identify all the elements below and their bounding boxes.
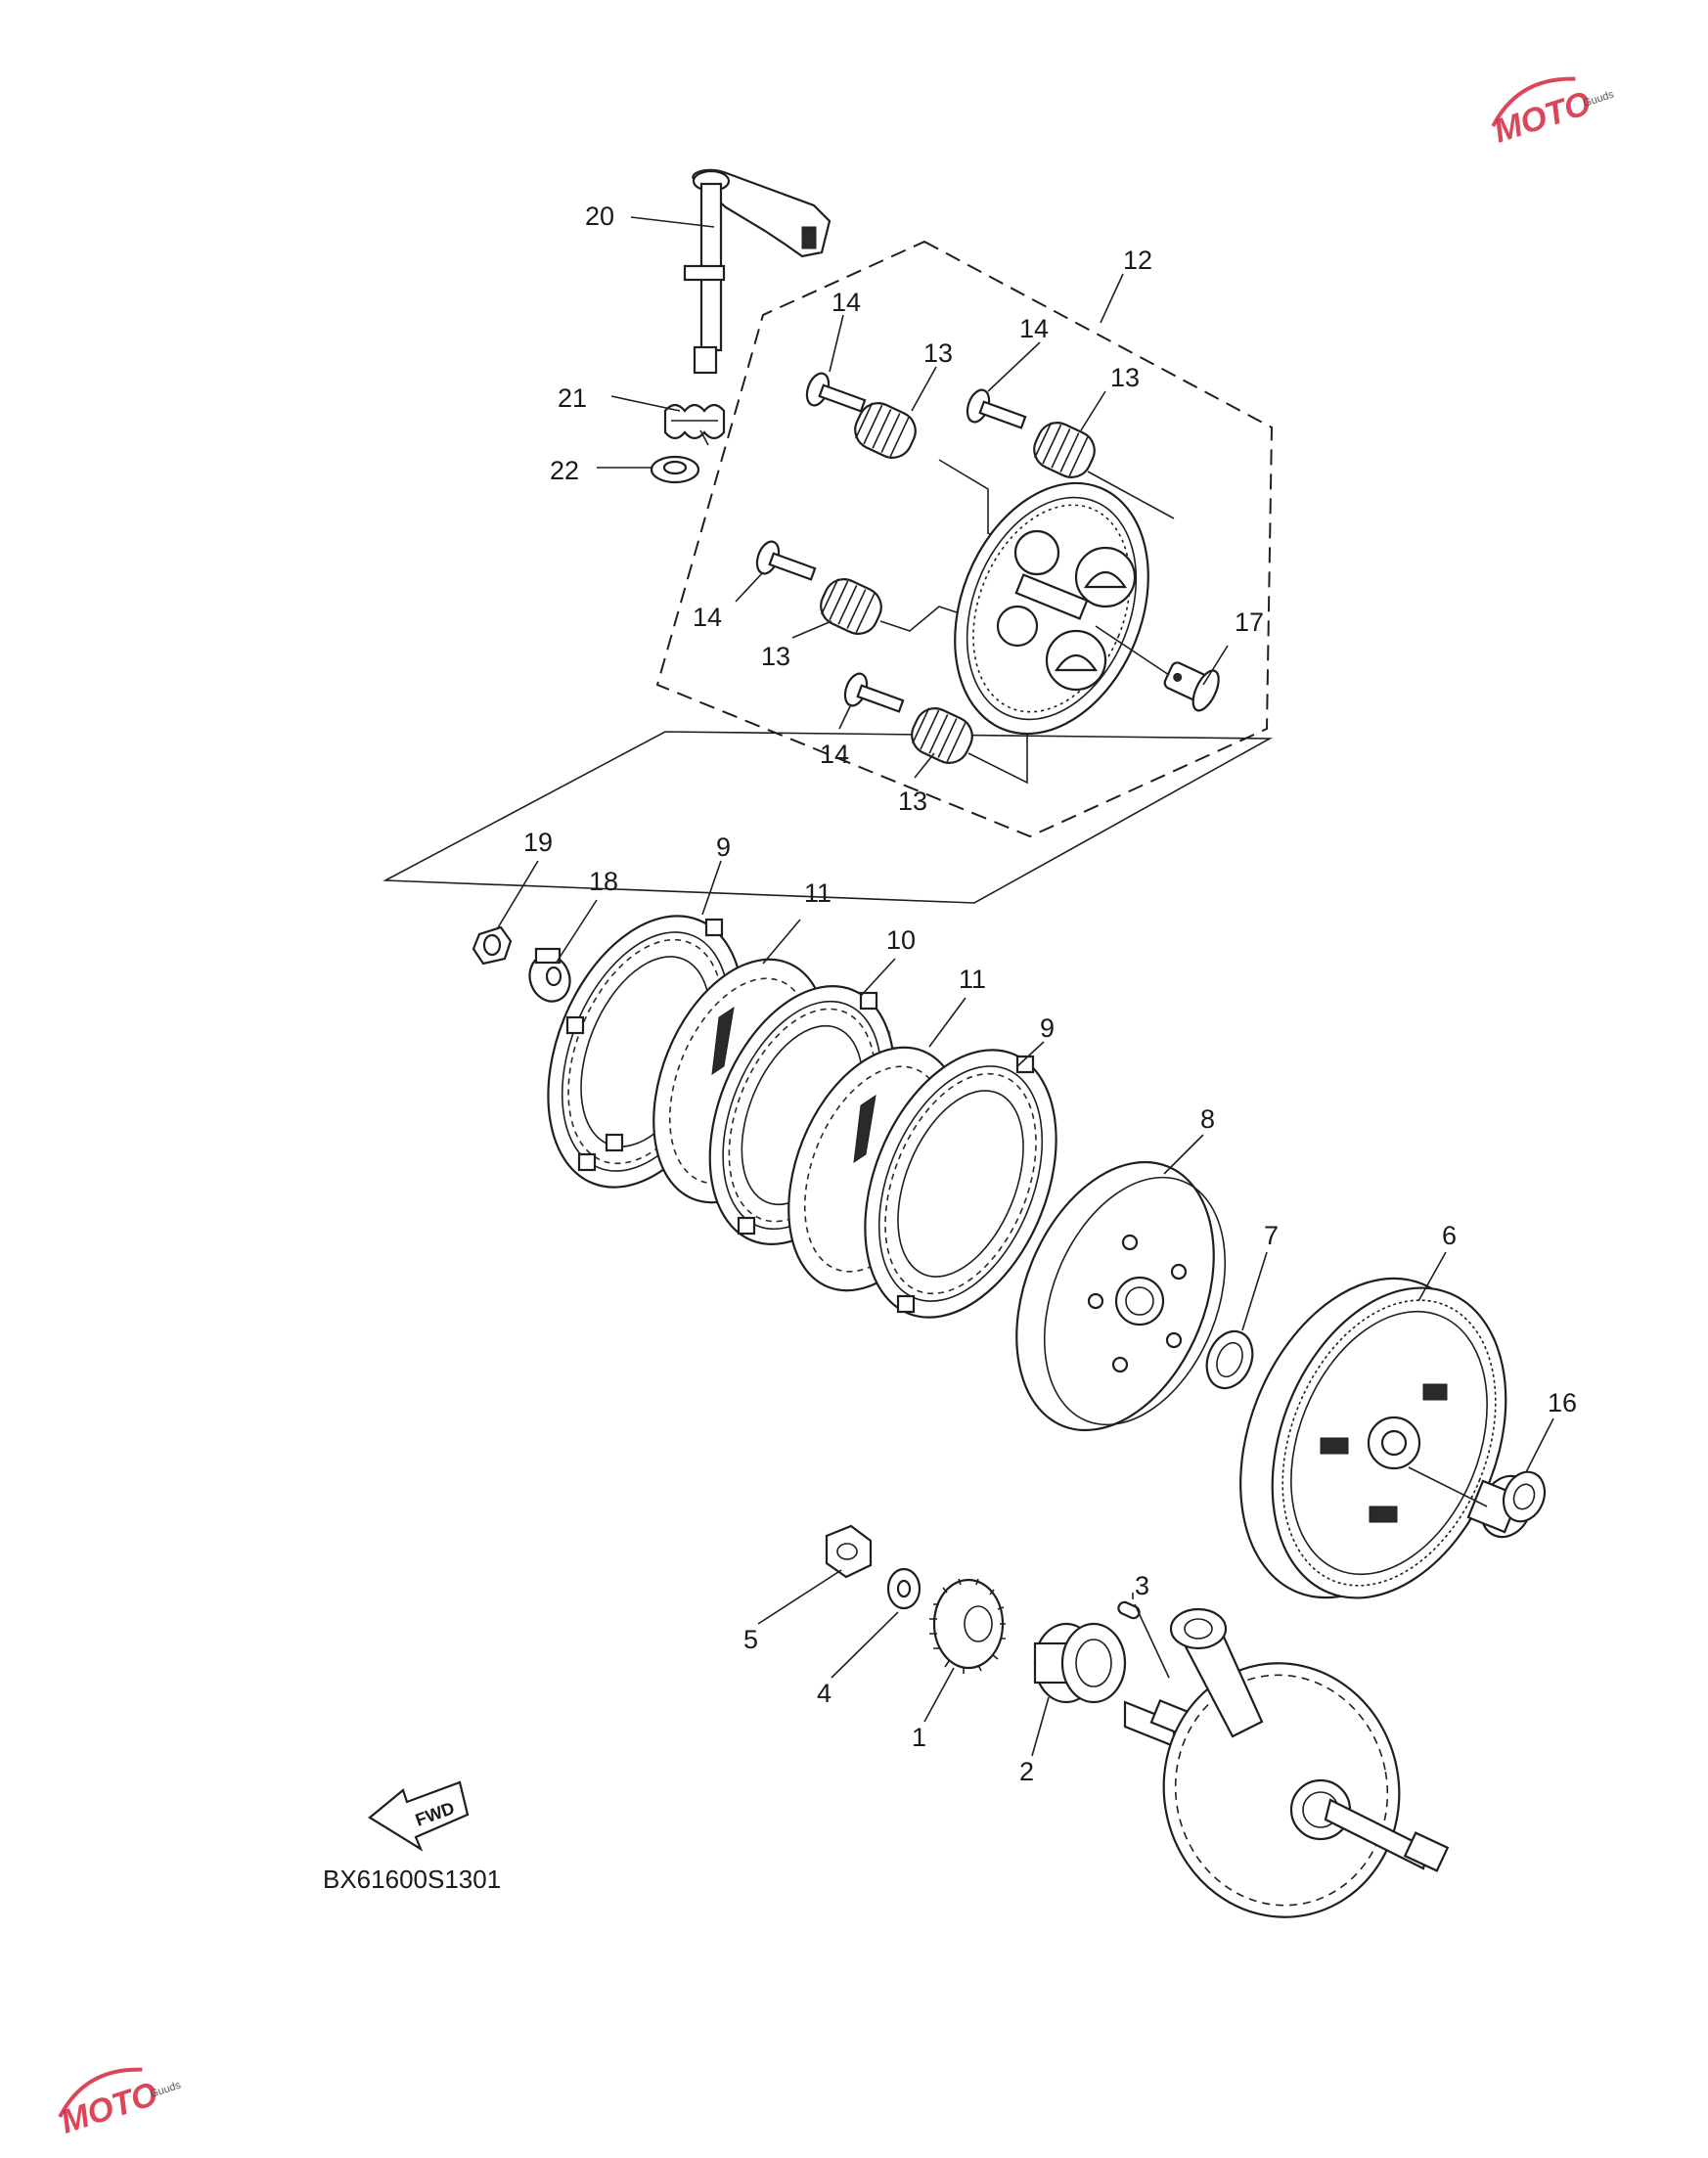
callout-3: 3: [1135, 1571, 1149, 1600]
clutch-boss-part: [1015, 1160, 1227, 1432]
callout-2: 2: [1019, 1757, 1034, 1786]
callout-18: 18: [589, 867, 618, 896]
crankshaft-part: [1123, 1607, 1450, 1918]
watermark-logo-bottom-left: MOTO Guuds: [56, 2067, 183, 2141]
callout-labels: 20 21 22 12 14 13 14 13 14 13 14 13 17 1…: [523, 202, 1577, 1786]
oil-seal-part: [650, 455, 700, 484]
clutch-pack-assembly-boundary: [382, 731, 1274, 904]
watermark-logo-top-right: MOTO Guuds: [1489, 76, 1616, 151]
callout-13a: 13: [923, 338, 953, 368]
thrust-washer-part: [1205, 1329, 1254, 1390]
clutch-housing-part: [1239, 1277, 1507, 1599]
watermark-text: MOTO: [56, 2075, 161, 2140]
nut-part: [825, 1524, 873, 1579]
callout-9a: 9: [716, 832, 731, 862]
pressure-plate-assembly-boundary: [655, 240, 1274, 838]
callout-17: 17: [1235, 607, 1264, 637]
callout-12: 12: [1123, 246, 1152, 275]
callout-11b: 11: [959, 965, 986, 994]
callout-14d: 14: [820, 740, 849, 769]
callout-20: 20: [585, 202, 614, 231]
clutch-bolt-part: [966, 388, 1027, 429]
watermark-subtext: Guuds: [149, 2079, 183, 2100]
lock-washer-part: [528, 947, 571, 1003]
clutch-bolt-part: [805, 372, 867, 413]
callout-13d: 13: [898, 787, 927, 816]
clutch-bolt-part: [755, 540, 817, 581]
callout-14b: 14: [1019, 314, 1049, 343]
callout-11a: 11: [804, 878, 832, 908]
leader-lines: [496, 216, 1554, 1757]
callout-7: 7: [1264, 1221, 1279, 1250]
woodruff-key-part: [1117, 1600, 1141, 1620]
clutch-spring-part: [911, 707, 973, 764]
pressure-plate-part: [954, 481, 1149, 736]
friction-plate-part: [864, 1049, 1057, 1319]
callout-13b: 13: [1110, 363, 1140, 392]
spacer-part: [1033, 1622, 1127, 1704]
push-lever-shaft-part: [683, 168, 832, 375]
return-spring-part: [663, 403, 726, 446]
diagram-code: BX61600S1301: [323, 1865, 501, 1894]
locknut-part: [472, 925, 513, 966]
callout-13c: 13: [761, 642, 790, 671]
clutch-spring-part: [1033, 422, 1096, 478]
clutch-bolt-part: [843, 672, 905, 713]
callout-5: 5: [743, 1625, 758, 1654]
spacer-collar-part: [1466, 1470, 1547, 1539]
callout-19: 19: [523, 828, 553, 857]
callout-8: 8: [1200, 1104, 1215, 1134]
washer-part: [886, 1567, 921, 1610]
callout-14c: 14: [693, 603, 722, 632]
callout-21: 21: [558, 383, 587, 413]
clutch-spring-part: [854, 402, 917, 459]
push-rod-part: [1163, 661, 1220, 712]
callout-16: 16: [1548, 1388, 1577, 1417]
watermark-text: MOTO: [1489, 84, 1595, 150]
callout-10: 10: [886, 925, 916, 955]
callout-9b: 9: [1040, 1013, 1055, 1043]
callout-6: 6: [1442, 1221, 1457, 1250]
clutch-spring-part: [820, 578, 882, 635]
callout-1: 1: [912, 1723, 926, 1752]
callout-14a: 14: [832, 288, 861, 317]
callout-4: 4: [817, 1679, 832, 1708]
callout-22: 22: [550, 456, 579, 485]
primary-drive-gear-part: [929, 1578, 1006, 1674]
fwd-arrow-icon: FWD: [368, 1780, 470, 1852]
watermark-subtext: Guuds: [1582, 88, 1616, 110]
